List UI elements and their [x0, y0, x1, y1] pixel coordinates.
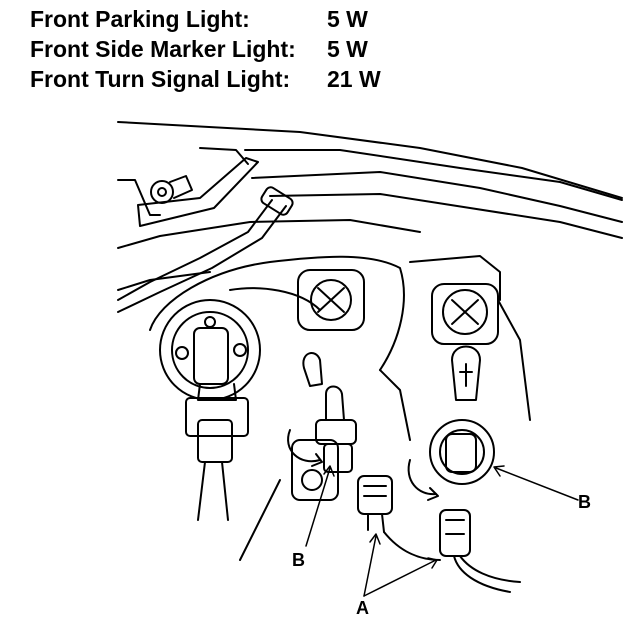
arrowhead-icon	[493, 465, 505, 477]
wiring-harness	[117, 186, 294, 313]
leader-line-b-left	[305, 467, 331, 547]
rotate-arrow-icon	[407, 459, 437, 496]
callout-b-left: B	[292, 550, 305, 570]
callout-leaders	[305, 465, 579, 597]
side-marker-connector	[357, 475, 441, 561]
spec-value: 5 W	[327, 6, 368, 32]
leader-line-a-2	[363, 559, 437, 597]
leader-line-b-right	[495, 467, 579, 501]
arrowhead-icon	[323, 465, 335, 477]
spec-value: 21 W	[327, 66, 381, 92]
side-marker-bulb	[287, 352, 357, 501]
turn-signal-bulb	[407, 345, 495, 501]
rotate-arrow-icon	[287, 429, 321, 463]
arrowhead-icon	[427, 557, 438, 569]
side-marker-opening	[297, 269, 365, 331]
turn-signal-opening	[431, 283, 499, 345]
body-panel-lines	[117, 121, 623, 291]
spec-label: Front Turn Signal Light:	[30, 66, 291, 92]
wedge-bulb-icon	[302, 352, 323, 387]
arrowhead-icon	[369, 533, 381, 545]
headlight-connector	[185, 397, 249, 437]
bolt-icon	[150, 180, 174, 204]
socket-b-right	[429, 419, 495, 485]
headlight-socket	[159, 299, 261, 521]
callout-a: A	[356, 598, 369, 618]
leader-line-a-1	[363, 535, 377, 597]
mounting-bracket	[137, 147, 259, 227]
spec-label: Front Side Marker Light:	[30, 36, 296, 62]
spec-label: Front Parking Light:	[30, 6, 250, 32]
turn-signal-connector	[439, 509, 521, 593]
housing-details	[239, 299, 531, 561]
round-bulb-icon	[451, 345, 481, 401]
headlight-housing	[149, 255, 501, 371]
callout-b-right: B	[578, 492, 591, 512]
spec-value: 5 W	[327, 36, 368, 62]
